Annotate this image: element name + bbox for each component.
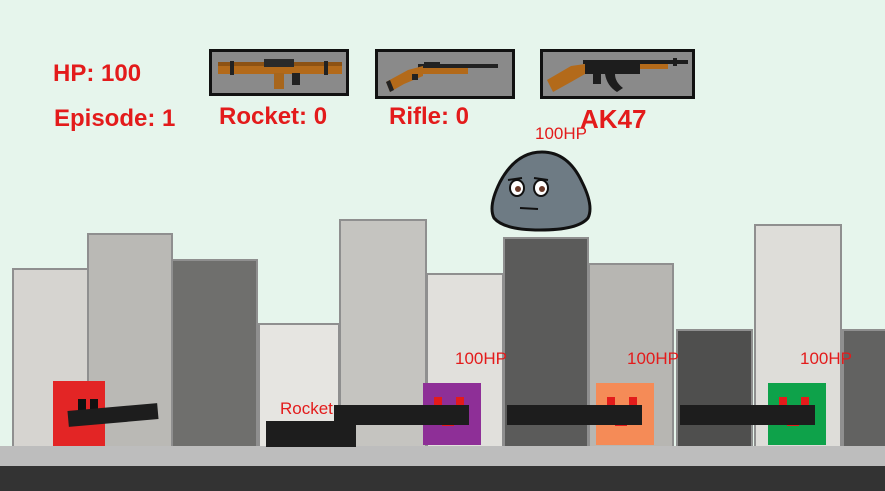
enemy-gun — [334, 405, 469, 425]
enemy-eye — [779, 397, 787, 409]
ground — [0, 446, 885, 467]
building — [842, 329, 885, 448]
enemy-eye — [607, 397, 615, 409]
weapon-slot-rifle[interactable] — [375, 49, 515, 99]
rifle-ammo-counter: Rifle: 0 — [389, 103, 470, 130]
player-eye — [78, 399, 86, 411]
enemy-hp-label: 100HP — [627, 349, 679, 368]
rocket-pickup-label: Rocket — [280, 399, 333, 418]
ak47-icon — [547, 58, 688, 92]
weapon-slot-rocket[interactable] — [209, 49, 349, 96]
enemy-hp-label: 100HP — [800, 349, 852, 368]
building — [171, 259, 258, 448]
enemy-eye — [456, 397, 464, 409]
building — [12, 268, 90, 448]
boss-blob[interactable] — [484, 148, 596, 236]
road — [0, 466, 885, 491]
rocket-ammo-counter: Rocket: 0 — [219, 103, 328, 130]
player-eye — [90, 399, 98, 411]
enemy-gun — [680, 405, 815, 425]
building — [676, 329, 753, 448]
enemy-eye — [434, 397, 442, 409]
weapon-slot-ak47[interactable] — [540, 49, 695, 99]
boss-hp-label: 100HP — [535, 124, 587, 143]
enemy-eye — [801, 397, 809, 409]
player-hp-counter: HP: 100 — [53, 60, 142, 87]
enemy-eye — [629, 397, 637, 409]
rifle-icon — [386, 62, 498, 92]
rocket-launcher-icon — [218, 59, 342, 89]
ak47-weapon-label: AK47 — [580, 104, 647, 134]
rocket-pickup[interactable] — [266, 421, 356, 447]
enemy-gun — [507, 405, 642, 425]
enemy-hp-label: 100HP — [455, 349, 507, 368]
episode-counter: Episode: 1 — [54, 105, 176, 132]
